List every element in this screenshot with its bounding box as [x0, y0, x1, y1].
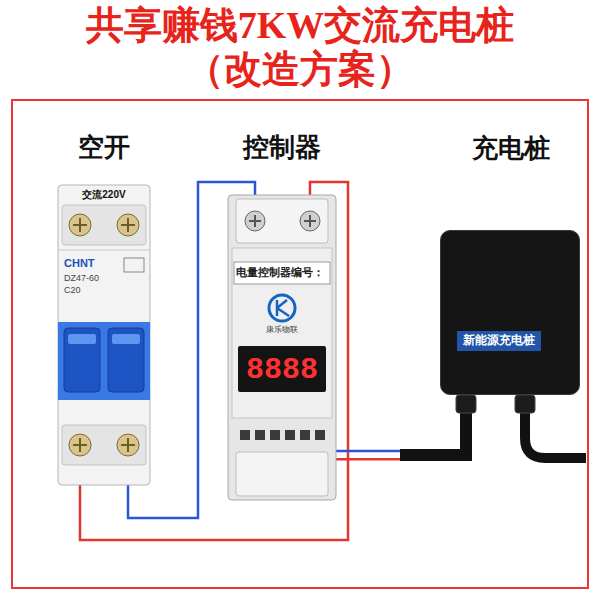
lever-highlight	[68, 334, 96, 344]
terminal-screw	[245, 211, 265, 231]
terminal-block	[236, 199, 328, 243]
wire-connector	[336, 395, 466, 451]
front-panel	[232, 248, 332, 418]
power-controller: 控制器电量控制器编号：康乐物联8888	[228, 195, 336, 500]
lever-highlight	[112, 334, 140, 344]
vent-hole	[315, 430, 325, 440]
vent-hole	[285, 430, 295, 440]
breaker-illustration	[58, 185, 150, 485]
screw-slot	[304, 215, 316, 227]
terminal-screw	[117, 214, 139, 236]
model-label: DZ47-60	[64, 273, 124, 283]
toggle-lever	[64, 328, 100, 392]
cable-gland	[456, 395, 476, 413]
rating-stamp	[124, 258, 144, 272]
frame-border	[12, 100, 588, 588]
diagram-title: 共享赚钱7KW交流充电桩 （改造方案）	[20, 4, 580, 91]
brand-label: CHNT	[64, 257, 124, 270]
controller-body	[228, 195, 336, 500]
device-heading: 充电桩	[441, 134, 581, 164]
digit-display	[238, 346, 326, 392]
voltage-label: 交流220V	[60, 189, 148, 201]
controller-illustration	[228, 195, 336, 500]
body-seam	[58, 250, 150, 251]
screw-slot	[249, 215, 261, 227]
brand-badge: 新能源充电桩	[457, 331, 541, 351]
brand-logo-mark	[277, 300, 289, 316]
terminal-block	[62, 205, 146, 245]
vent-hole	[270, 430, 280, 440]
device-heading: 控制器	[218, 133, 346, 163]
toggle-lever	[108, 328, 144, 392]
lever-housing	[58, 322, 150, 400]
device-heading: 空开	[48, 133, 160, 163]
digit-readout: 8888	[238, 353, 326, 388]
cable-illustration	[400, 395, 586, 458]
circuit-breaker: 空开交流220VCHNTDZ47-60C20	[58, 185, 150, 485]
brand-label: 康乐物联	[264, 325, 300, 334]
vent-hole	[240, 430, 250, 440]
vent-hole	[300, 430, 310, 440]
id-label-strip	[234, 262, 330, 284]
rating-label: C20	[64, 285, 124, 295]
terminal-screw	[300, 211, 320, 231]
terminal-screw	[69, 214, 91, 236]
vent-hole	[255, 430, 265, 440]
charging-pile: 充电桩新能源充电桩	[440, 230, 580, 395]
terminal-screw	[69, 434, 91, 456]
breaker-body	[58, 185, 150, 485]
brand-logo	[269, 295, 295, 321]
terminal-block	[236, 452, 328, 496]
screw-slot	[73, 218, 87, 232]
controller-id-label: 电量控制器编号：	[236, 266, 330, 279]
screw-slot	[121, 218, 135, 232]
screw-slot	[73, 438, 87, 452]
cable-gland	[515, 395, 535, 413]
terminal-block	[62, 425, 146, 465]
terminal-screw	[117, 434, 139, 456]
screw-slot	[121, 438, 135, 452]
